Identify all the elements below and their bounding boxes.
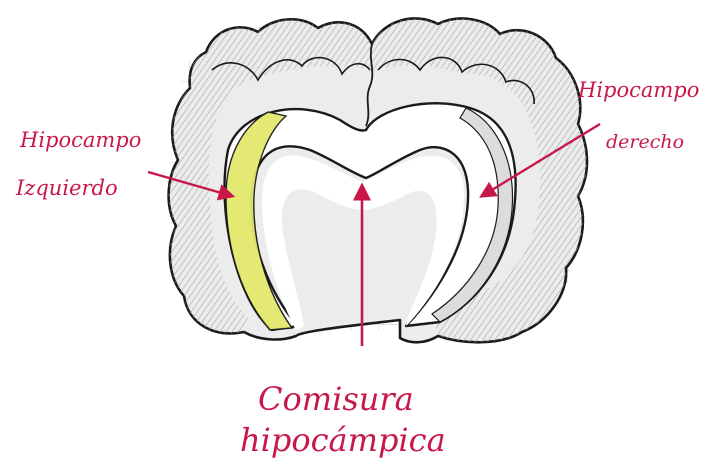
label-right-hippocampus-line1: Hipocampo — [578, 80, 699, 101]
label-commissure-line1: Comisura — [258, 383, 414, 415]
label-right-hippocampus-line2: derecho — [606, 133, 684, 152]
label-left-hippocampus-line1: Hipocampo — [20, 130, 141, 151]
label-left-hippocampus-line2: Izquierdo — [16, 178, 118, 199]
label-commissure-line2: hipocámpica — [240, 424, 446, 456]
